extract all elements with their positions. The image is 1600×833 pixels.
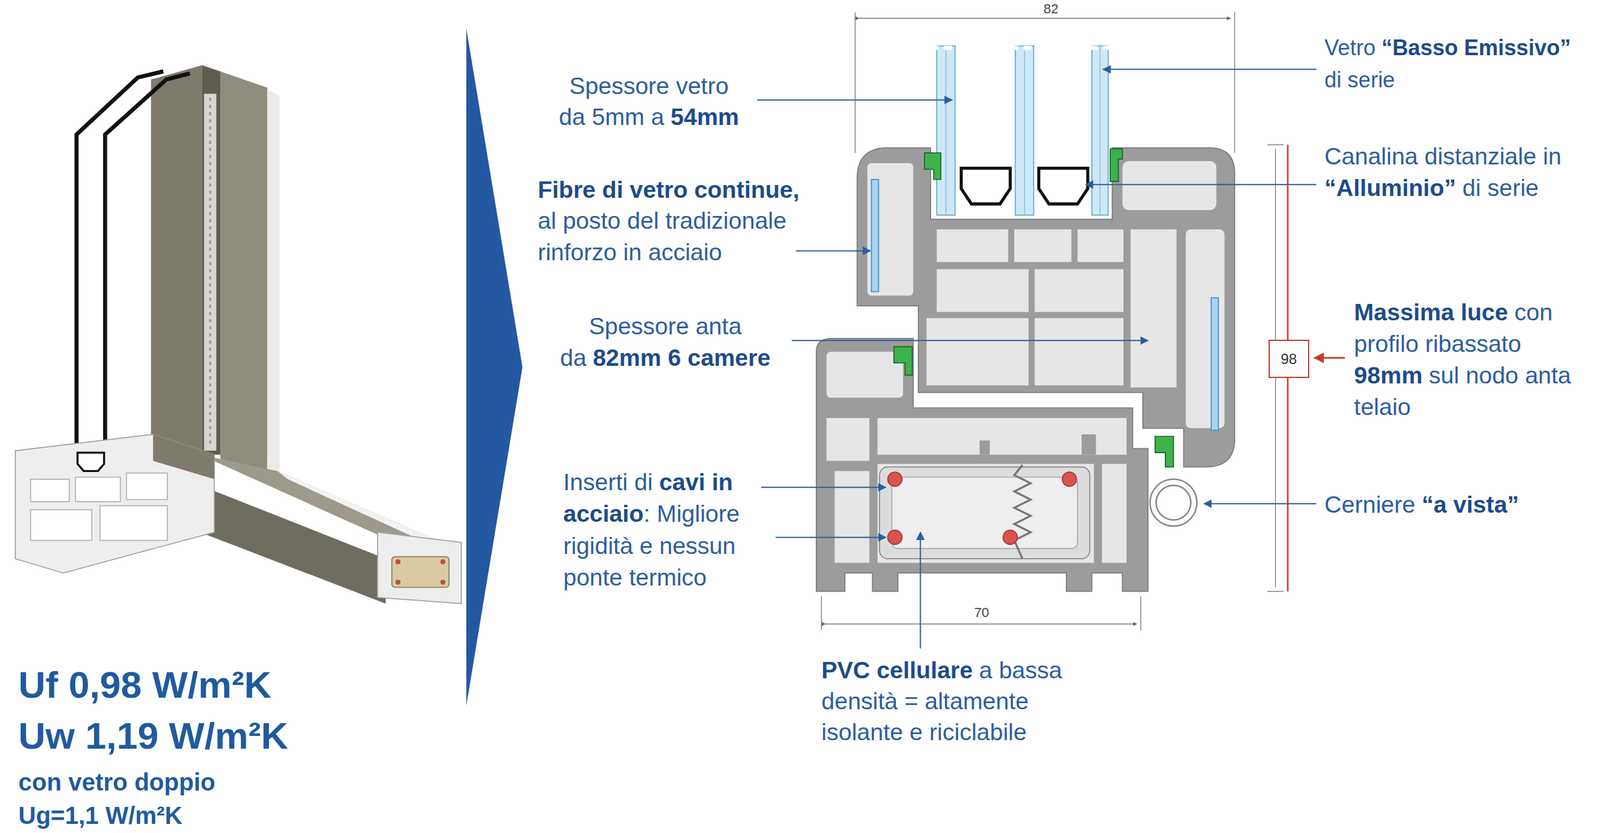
callout-line: profilo ribassato: [1354, 329, 1522, 359]
callout-line: Cerniere“a vista”: [1324, 490, 1520, 519]
callout-text-bold: PVC cellulare: [821, 657, 973, 684]
red-arrow: [1314, 357, 1345, 360]
callout-line: 98mmsul nodo anta: [1354, 361, 1571, 390]
callout-line: Ug=1,1 W/m²K: [18, 801, 183, 831]
callout-line: rinforzo in acciaio: [537, 237, 722, 267]
callout-line: Inserti dicavi in: [563, 467, 733, 497]
callout-text-bold: cavi in: [659, 469, 733, 496]
callout-text-bold: Fibre di vetro continue,: [537, 176, 800, 203]
callout-line: Uw 1,19 W/m²K: [18, 713, 288, 759]
callout-text: ponte termico: [563, 564, 707, 591]
callout-text-bold: acciaio: [563, 500, 644, 527]
callout-text-bold: Uw 1,19 W/m²K: [18, 715, 288, 757]
dimension-value: 98: [1280, 350, 1298, 368]
leader-lines: [756, 69, 1316, 649]
dimension-box: 98: [1268, 339, 1310, 379]
callout-line: telaio: [1354, 392, 1411, 422]
callout-text: sul nodo anta: [1428, 362, 1571, 389]
callout-text: Canalina distanziale in: [1324, 143, 1562, 170]
callout-text: Spessore anta: [588, 313, 742, 340]
callout-text-bold: 82mm 6 camere: [593, 344, 771, 371]
callout-line: “Alluminio”di serie: [1324, 173, 1539, 203]
callout-line: Spessore vetro: [569, 71, 729, 101]
callout-text-bold: “Alluminio”: [1324, 174, 1457, 201]
callout-text: a bassa: [979, 657, 1063, 684]
dimension-lines: [821, 12, 1284, 631]
glass-fibre: [871, 179, 879, 292]
callout-text: di serie: [1462, 174, 1539, 201]
callout-text: Cerniere: [1324, 491, 1416, 518]
callout-line: isolante e riciclabile: [821, 718, 1027, 747]
hinge: [1150, 479, 1197, 527]
callout-line: di serie: [1324, 66, 1395, 93]
callout-text: da: [560, 344, 587, 371]
callout-text: con: [1514, 299, 1553, 326]
callout-text: di serie: [1324, 67, 1395, 93]
callout-line: 70: [974, 605, 989, 621]
callout-text: Vetro: [1324, 35, 1376, 61]
callout-text-bold: “Basso Emissivo”: [1381, 35, 1571, 61]
gaskets: [894, 148, 1174, 467]
callout-text: al posto del tradizionale: [537, 207, 787, 234]
callout-line: densità = altamente: [821, 687, 1029, 716]
callout-line: al posto del tradizionale: [537, 206, 787, 235]
callout-text-bold: 98mm: [1354, 362, 1423, 389]
callout-line: PVC cellularea bassa: [821, 656, 1062, 685]
callout-text-bold: Massima luce: [1354, 299, 1509, 326]
callout-text: Inserti di: [563, 469, 653, 496]
callout-text: da 5mm a: [559, 103, 665, 130]
callout-text-bold: Ug=1,1 W/m²K: [18, 802, 183, 830]
pointer-chevron: [466, 28, 523, 706]
callout-line: da 5mm a54mm: [559, 102, 740, 132]
callout-line: ponte termico: [563, 563, 707, 592]
callout-text: 70: [974, 605, 989, 621]
callout-text-bold: Uf 0,98 W/m²K: [18, 664, 272, 706]
callout-line: Massima lucecon: [1354, 298, 1553, 327]
callout-line: Canalina distanziale in: [1324, 142, 1562, 171]
callout-line: Fibre di vetro continue,: [537, 175, 800, 204]
callout-line: da82mm 6 camere: [560, 343, 771, 373]
callout-text: : Migliore: [643, 500, 740, 527]
callout-text: Spessore vetro: [569, 72, 729, 99]
callout-text: densità = altamente: [821, 688, 1029, 715]
callout-text: profilo ribassato: [1354, 330, 1522, 357]
callout-line: Vetro“Basso Emissivo”: [1324, 34, 1571, 61]
frame-profile: [816, 338, 1148, 592]
callout-line: Spessore anta: [588, 311, 742, 341]
callout-text-bold: con vetro doppio: [18, 769, 215, 796]
sash-profile: [857, 148, 1235, 468]
callout-text: 82: [1043, 1, 1058, 17]
callout-line: con vetro doppio: [18, 767, 215, 797]
glass-unit: [930, 46, 1118, 216]
callout-text: rigidità e nessun: [563, 532, 736, 560]
callout-text: isolante e riciclabile: [821, 719, 1027, 746]
window-render: [15, 65, 462, 604]
callout-text: rinforzo in acciaio: [537, 239, 722, 266]
callout-text: telaio: [1354, 393, 1411, 421]
callout-text-bold: “a vista”: [1421, 491, 1519, 518]
glass-fibre: [1210, 298, 1219, 431]
callout-line: rigidità e nessun: [563, 531, 736, 561]
callout-line: acciaio: Migliore: [563, 499, 740, 529]
callout-line: Uf 0,98 W/m²K: [18, 662, 272, 708]
callout-line: 82: [1043, 1, 1058, 17]
callout-text-bold: 54mm: [670, 103, 740, 130]
